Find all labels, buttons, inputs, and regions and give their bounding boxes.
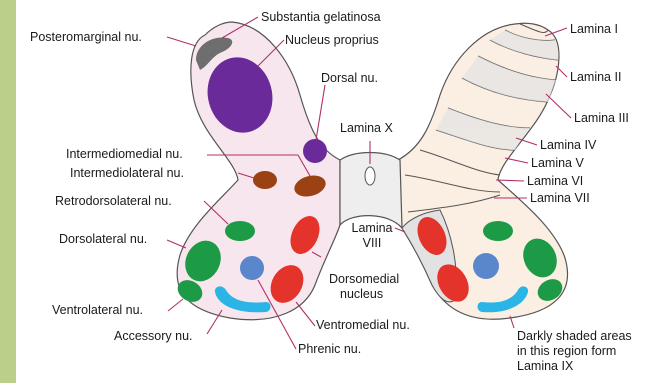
- label-substantia-gelatinosa: Substantia gelatinosa: [261, 10, 381, 24]
- label-lamina-viii-line2: VIII: [349, 236, 395, 250]
- label-dorsomedial-line1: Dorsomedial: [329, 272, 399, 286]
- label-lamina-ix-line2: in this region form: [517, 344, 616, 358]
- label-posteromarginal: Posteromarginal nu.: [30, 30, 142, 44]
- label-nucleus-proprius: Nucleus proprius: [285, 33, 379, 47]
- label-lamina-i: Lamina I: [570, 22, 618, 36]
- label-phrenic: Phrenic nu.: [298, 342, 361, 356]
- label-ventrolateral: Ventrolateral nu.: [52, 303, 143, 317]
- label-lamina-x: Lamina X: [340, 121, 393, 135]
- label-accessory: Accessory nu.: [114, 329, 193, 343]
- label-retrodorsolateral: Retrodorsolateral nu.: [55, 194, 172, 208]
- label-ventromedial: Ventromedial nu.: [316, 318, 410, 332]
- phrenic-nucleus: [240, 256, 264, 280]
- lamina-ix-blue: [473, 253, 499, 279]
- label-lamina-viii-line1: Lamina: [349, 221, 395, 235]
- intermediolateral-nucleus: [253, 171, 277, 189]
- retrodorsolateral-nucleus: [225, 221, 255, 241]
- label-dorsomedial-line2: nucleus: [340, 287, 383, 301]
- label-intermediolateral: Intermediolateral nu.: [70, 166, 184, 180]
- central-canal: [365, 167, 375, 185]
- label-lamina-vi: Lamina VI: [527, 174, 583, 188]
- label-dorsolateral: Dorsolateral nu.: [59, 232, 147, 246]
- label-lamina-ix-line3: Lamina IX: [517, 359, 573, 373]
- label-lamina-ii: Lamina II: [570, 70, 621, 84]
- label-lamina-iv: Lamina IV: [540, 138, 596, 152]
- central-gray-bridge: [340, 153, 402, 229]
- label-lamina-v: Lamina V: [531, 156, 584, 170]
- lamina-ix-green-1: [483, 221, 513, 241]
- label-intermediomedial: Intermediomedial nu.: [66, 147, 183, 161]
- label-lamina-ix-line1: Darkly shaded areas: [517, 329, 632, 343]
- label-lamina-iii: Lamina III: [574, 111, 629, 125]
- label-dorsal: Dorsal nu.: [321, 71, 378, 85]
- label-lamina-vii: Lamina VII: [530, 191, 590, 205]
- dorsal-nucleus: [303, 139, 327, 163]
